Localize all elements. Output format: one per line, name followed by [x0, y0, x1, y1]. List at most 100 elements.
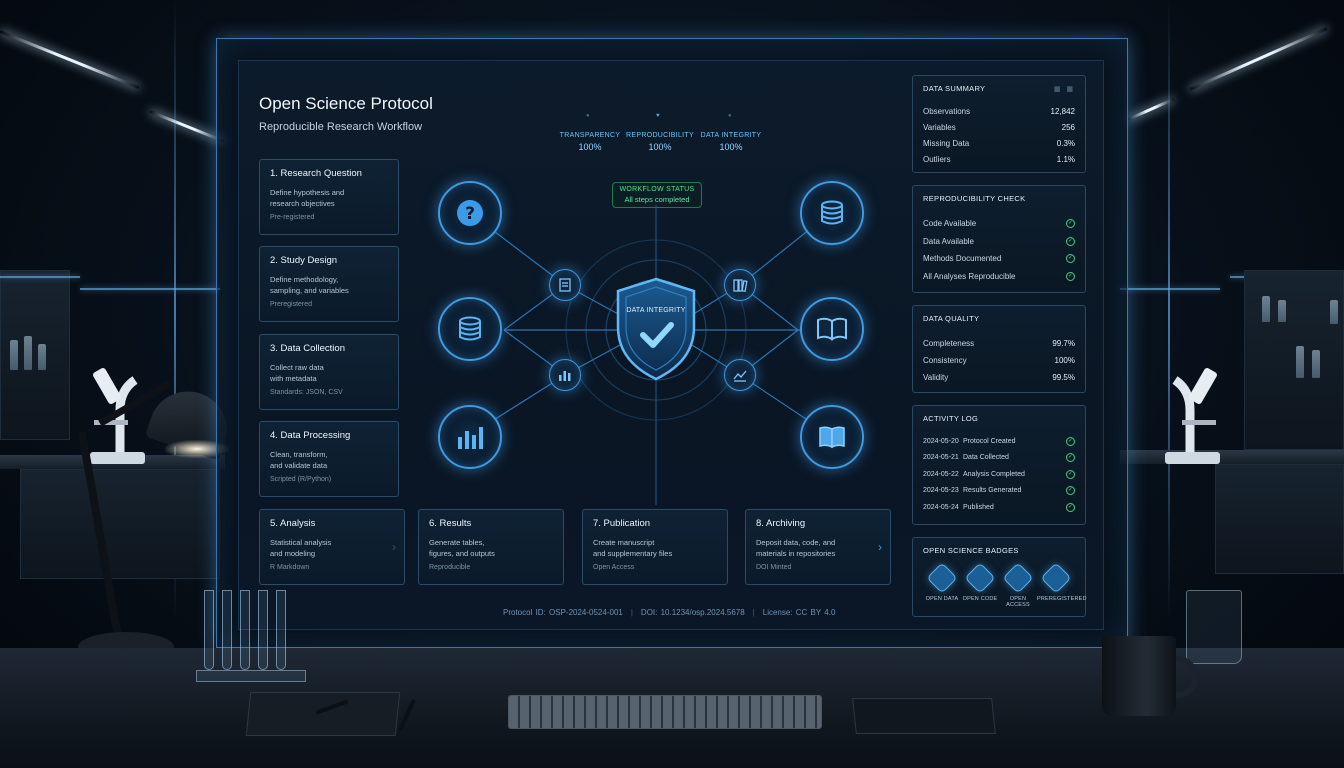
metric-reproducibility: REPRODUCIBILITY 100%: [615, 132, 705, 152]
panel-title: OPEN SCIENCE BADGES: [923, 546, 1019, 555]
bench-cabinet-right: [1215, 464, 1344, 574]
open-data-badge-icon: [926, 562, 958, 594]
check-icon: ✓: [1066, 502, 1075, 512]
step-card-results[interactable]: 6. Results Generate tables, figures, and…: [418, 509, 564, 585]
grid-icon[interactable]: ▦ ▦: [1053, 86, 1075, 93]
log-event: Data Collected: [963, 454, 1009, 462]
check-row: Code Available✓: [923, 215, 1075, 233]
step-description: Define methodology, sampling, and variab…: [270, 275, 349, 295]
log-event: Protocol Created: [963, 437, 1016, 445]
step-card-research-question[interactable]: 1. Research Question Define hypothesis a…: [259, 159, 399, 235]
lab-shelving-right: [1244, 270, 1344, 450]
bottle: [24, 336, 32, 370]
database-icon: [459, 316, 481, 341]
badge-open-access[interactable]: OPEN ACCESS: [999, 562, 1037, 608]
page-subtitle: Reproducible Research Workflow: [259, 121, 423, 133]
badge-label: OPEN ACCESS: [1006, 596, 1030, 608]
node-research-question[interactable]: ?: [438, 181, 502, 245]
node-data-collection[interactable]: [438, 297, 502, 361]
document-icon: [559, 278, 571, 292]
quality-value: 100%: [1054, 356, 1075, 365]
open-access-badge-icon: [1002, 562, 1034, 594]
node-data-storage[interactable]: [800, 181, 864, 245]
tablet: [852, 698, 996, 734]
step-card-data-collection[interactable]: 3. Data Collection Collect raw data with…: [259, 334, 399, 410]
node-results[interactable]: [724, 269, 756, 301]
chevron-right-icon: ›: [878, 540, 882, 554]
check-icon: ✓: [1066, 219, 1075, 229]
step-card-analysis[interactable]: 5. Analysis Statistical analysis and mod…: [259, 509, 405, 585]
keyboard[interactable]: [508, 695, 822, 729]
coffee-mug: [1102, 636, 1176, 716]
log-event: Results Generated: [963, 487, 1022, 495]
node-code[interactable]: [724, 359, 756, 391]
protocol-doi[interactable]: DOI: 10.1234/osp.2024.5678: [640, 608, 745, 617]
badge-open-data[interactable]: OPEN DATA: [923, 562, 961, 608]
mug-handle: [1166, 656, 1198, 698]
footer-separator: |: [630, 608, 633, 617]
check-icon: ✓: [1066, 271, 1075, 281]
glass-partition: [174, 0, 176, 620]
panel-title: DATA QUALITY: [923, 314, 980, 323]
log-date: 2024-05-22: [923, 470, 959, 478]
step-card-study-design[interactable]: 2. Study Design Define methodology, samp…: [259, 246, 399, 322]
bench-cabinet-left: [20, 469, 220, 579]
code-chart-icon: [733, 370, 747, 382]
badge-open-code[interactable]: OPEN CODE: [961, 562, 999, 608]
summary-value: 1.1%: [1056, 154, 1075, 164]
test-tube: [240, 590, 250, 670]
bottle: [1278, 300, 1286, 322]
step-tag: Preregistered: [270, 301, 313, 308]
step-card-archiving[interactable]: 8. Archiving Deposit data, code, and mat…: [745, 509, 891, 585]
log-date: 2024-05-23: [923, 487, 959, 495]
node-study-design[interactable]: [549, 269, 581, 301]
question-icon: ?: [457, 200, 483, 226]
node-analysis[interactable]: [438, 405, 502, 469]
step-tag: Reproducible: [429, 564, 471, 571]
step-title: 6. Results: [429, 518, 472, 529]
bottle: [10, 340, 18, 370]
check-label: All Analyses Reproducible: [923, 271, 1016, 281]
step-description: Clean, transform, and validate data: [270, 450, 328, 470]
quality-row: Consistency 100%: [923, 352, 1075, 369]
page-title: Open Science Protocol: [259, 94, 433, 113]
workflow-status-badge: WORKFLOW STATUS All steps completed: [612, 182, 702, 208]
glass-partition: [1168, 0, 1170, 620]
panel-title: DATA SUMMARY: [923, 84, 986, 93]
step-title: 5. Analysis: [270, 518, 316, 529]
check-label: Methods Documented: [923, 254, 1002, 264]
node-archiving[interactable]: [800, 405, 864, 469]
step-card-data-processing[interactable]: 4. Data Processing Clean, transform, and…: [259, 421, 399, 497]
quality-label: Validity: [923, 373, 949, 382]
summary-value: 12,842: [1050, 106, 1075, 116]
check-row: All Analyses Reproducible ✓: [923, 268, 1075, 286]
metric-marker-dot: ●: [586, 113, 590, 119]
node-data-processing[interactable]: [549, 359, 581, 391]
open-code-badge-icon: [964, 562, 996, 594]
check-row: Data Available✓: [923, 233, 1075, 251]
bar-chart-icon: [458, 427, 483, 449]
badge-preregistered[interactable]: PREREGISTERED: [1037, 562, 1086, 608]
metric-label: REPRODUCIBILITY: [626, 132, 694, 139]
step-title: 7. Publication: [593, 518, 651, 529]
test-tube: [258, 590, 268, 670]
check-label: Data Available: [923, 236, 974, 246]
test-tube: [204, 590, 214, 670]
workflow-network-diagram: ? DA: [420, 165, 900, 505]
step-tag: R Markdown: [270, 564, 310, 571]
badge-label: OPEN DATA: [925, 596, 959, 602]
shield-check-icon: [616, 277, 696, 381]
tube-rack-base: [196, 670, 306, 682]
node-publication[interactable]: [800, 297, 864, 361]
bar-chart-icon: [559, 371, 571, 381]
step-card-publication[interactable]: 7. Publication Create manuscript and sup…: [582, 509, 728, 585]
quality-label: Consistency: [923, 356, 967, 365]
